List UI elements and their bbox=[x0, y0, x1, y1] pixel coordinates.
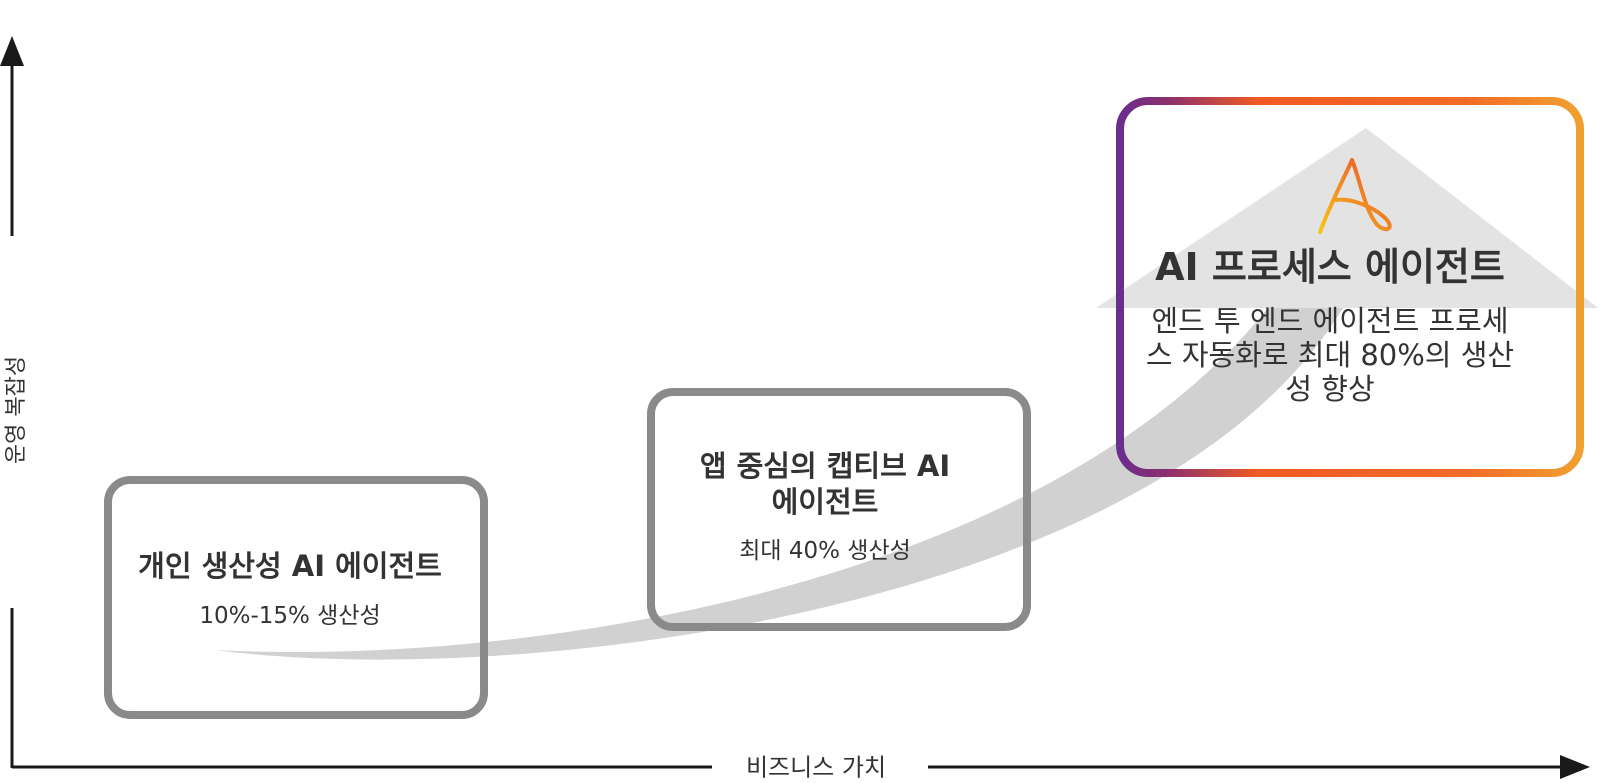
stage-3-content: AI 프로세스 에이전트 엔드 투 엔드 에이전트 프로세스 자동화로 최대 8… bbox=[1135, 244, 1525, 406]
stage-box-2 bbox=[647, 388, 1031, 631]
stage-2-subtitle: 최대 40% 생산성 bbox=[739, 537, 911, 564]
stage-2-title-line-2: 에이전트 bbox=[771, 485, 879, 520]
y-axis-label: 운영 복잡성 bbox=[4, 355, 29, 465]
x-axis-label: 비즈니스 가치 bbox=[745, 753, 887, 782]
stage-box-1 bbox=[104, 476, 488, 719]
stage-1-content: 개인 생산성 AI 에이전트 10%-15% 생산성 bbox=[110, 548, 470, 632]
automation-anywhere-a-icon bbox=[1318, 158, 1392, 234]
stage-3-title: AI 프로세스 에이전트 bbox=[1155, 245, 1505, 289]
stage-2-content: 앱 중심의 캡티브 AI 에이전트 최대 40% 생산성 bbox=[655, 448, 995, 566]
x-axis-arrowhead bbox=[1560, 755, 1590, 779]
stage-1-subtitle: 10%-15% 생산성 bbox=[199, 603, 381, 630]
growth-arrow-head bbox=[1096, 128, 1598, 308]
growth-arrow-body bbox=[215, 308, 1343, 660]
stage-1-title: 개인 생산성 AI 에이전트 bbox=[138, 549, 442, 583]
stage-box-3 bbox=[1116, 97, 1584, 477]
stage-3-subtitle: 엔드 투 엔드 에이전트 프로세스 자동화로 최대 80%의 생산성 향상 bbox=[1145, 303, 1515, 406]
y-axis-arrowhead bbox=[0, 36, 24, 66]
stage-2-title-line-1: 앱 중심의 캡티브 AI bbox=[699, 449, 951, 483]
